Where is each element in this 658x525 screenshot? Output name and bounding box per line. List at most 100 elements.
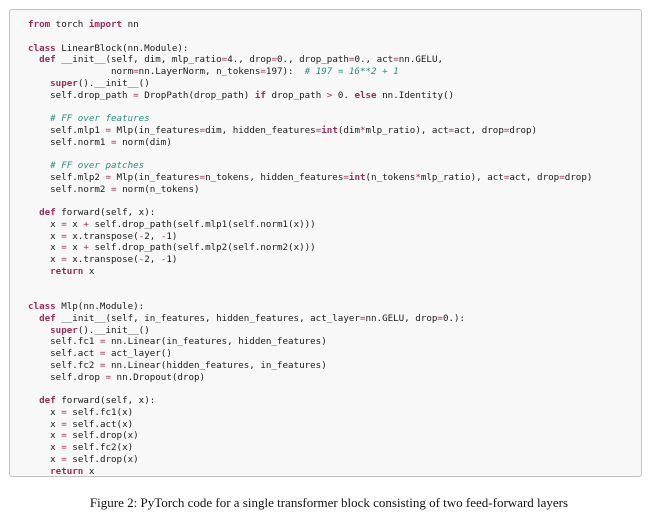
code-text-token — [28, 325, 50, 336]
code-line: x = x + self.drop_path(self.mlp1(self.no… — [28, 219, 592, 231]
code-text-token: mlp_ratio), act — [365, 124, 449, 136]
code-text-token: 2, — [144, 230, 161, 242]
code-line: self.drop = nn.Dropout(drop) — [28, 372, 592, 384]
code-text-token: Mlp(nn.Module): — [55, 301, 145, 312]
code-text-token: self.drop_path(self.mlp1(self.norm1(x))) — [88, 218, 316, 230]
code-text-token: torch — [50, 19, 89, 30]
operator-token: = — [133, 66, 139, 77]
operator-token: = — [61, 230, 67, 242]
operator-token: = — [99, 359, 106, 371]
keyword-token: def — [39, 54, 56, 66]
operator-token: = — [199, 171, 206, 183]
code-line: norm=nn.LayerNorm, n_tokens=197): # 197 … — [28, 66, 592, 78]
code-text-token: nn.Linear(hidden_features, in_features) — [105, 359, 327, 371]
code-line: self.mlp2 = Mlp(in_features=n_tokens, hi… — [28, 172, 592, 184]
operator-token: = — [61, 242, 67, 254]
code-text-token: 197): — [265, 66, 305, 77]
code-line: self.drop_path = DropPath(drop_path) if … — [28, 90, 592, 102]
code-text-token: ().__init__() — [77, 77, 150, 89]
code-text-token: LinearBlock(nn.Module): — [55, 42, 189, 54]
code-text-token: act, drop — [509, 171, 560, 183]
code-text-token: __init__(self, dim, mlp_ratio — [55, 54, 222, 66]
operator-token: = — [61, 406, 67, 418]
code-text-token: nn.LayerNorm, n_tokens — [138, 66, 261, 77]
operator-token: = — [503, 171, 510, 183]
code-text-token: self.fc1(x) — [66, 406, 134, 418]
code-text-token: act_layer() — [105, 348, 172, 359]
code-line: class Mlp(nn.Module): — [28, 301, 592, 313]
code-text-token: act, drop — [454, 124, 504, 136]
code-text-token: self.drop — [28, 371, 106, 383]
code-text-token: __init__(self, in_features, hidden_featu… — [55, 312, 360, 324]
operator-token: = — [61, 430, 67, 442]
code-text-token: forward(self, x): — [55, 207, 156, 218]
code-text-token: x — [28, 254, 62, 265]
code-line: x = self.drop(x) — [28, 454, 592, 466]
code-text-token: x — [66, 242, 84, 254]
code-text-token: norm — [28, 66, 134, 77]
operator-token: = — [393, 54, 399, 66]
code-text-token: nn.Identity() — [376, 89, 455, 101]
code-text-token: self.fc1 — [28, 336, 100, 348]
keyword-token: def — [39, 207, 56, 218]
code-text-token — [28, 113, 50, 124]
code-text-token: self.norm2 — [28, 183, 111, 195]
code-text-token: (dim — [337, 124, 360, 136]
operator-token: = — [359, 312, 366, 324]
code-text-token: self.drop(x) — [66, 430, 139, 442]
operator-token: + — [83, 242, 89, 254]
keyword-token: class — [28, 42, 56, 54]
code-text-token: x — [83, 265, 95, 277]
code-text-token — [28, 466, 50, 477]
keyword-token: return — [50, 465, 84, 477]
operator-token: = — [503, 124, 510, 136]
code-text-token: 4., drop — [227, 54, 272, 66]
code-line: x = self.fc1(x) — [28, 407, 592, 419]
operator-token: > — [326, 89, 333, 101]
code-line: x = self.drop(x) — [28, 430, 592, 442]
code-text-token: 0., act — [354, 54, 394, 66]
code-text-token: x.transpose( — [66, 230, 139, 242]
operator-token: = — [437, 312, 443, 324]
operator-token: = — [110, 183, 117, 195]
code-text-token: self.drop(x) — [66, 453, 139, 465]
code-line — [28, 31, 592, 43]
code-text-token: self.mlp2 — [28, 171, 106, 183]
code-line: return x — [28, 466, 592, 478]
keyword-token: if — [254, 89, 266, 101]
code-text-token: x — [28, 230, 62, 242]
code-line — [28, 383, 592, 395]
code-text-token: self.mlp1 — [28, 124, 106, 136]
code-text-token: nn — [122, 19, 139, 30]
code-line: self.norm1 = norm(dim) — [28, 137, 592, 149]
operator-token: = — [343, 171, 349, 183]
code-text-token: self.act — [28, 348, 100, 359]
code-text-token: norm(dim) — [116, 136, 172, 148]
code-text-token: dim, hidden_features — [205, 124, 316, 136]
keyword-token: from — [28, 19, 51, 30]
operator-token: = — [448, 124, 455, 136]
code-text-token: self.fc2 — [28, 359, 100, 371]
keyword-token: import — [88, 19, 123, 30]
code-text-token: 0. — [332, 89, 355, 101]
operator-token: + — [83, 218, 89, 230]
code-text-token: x — [83, 465, 95, 477]
code-text-token: x — [28, 430, 62, 442]
code-line — [28, 195, 592, 207]
operator-token: = — [61, 218, 67, 230]
keyword-token: else — [354, 89, 377, 101]
keyword-token: int — [348, 171, 366, 183]
operator-token: = — [110, 136, 117, 148]
code-line: return x — [28, 266, 592, 278]
code-text-token: mlp_ratio), act — [420, 171, 504, 183]
code-text-token — [28, 78, 50, 89]
code-line: self.mlp1 = Mlp(in_features=dim, hidden_… — [28, 125, 592, 137]
code-text-token: ().__init__() — [77, 324, 150, 336]
code-text-token: x — [28, 418, 62, 430]
keyword-token: class — [28, 301, 56, 312]
code-text-token: drop_path — [265, 89, 327, 101]
keyword-token: int — [321, 124, 338, 136]
operator-token: = — [260, 66, 266, 77]
code-text-token: x — [28, 442, 62, 453]
operator-token: = — [99, 336, 106, 348]
